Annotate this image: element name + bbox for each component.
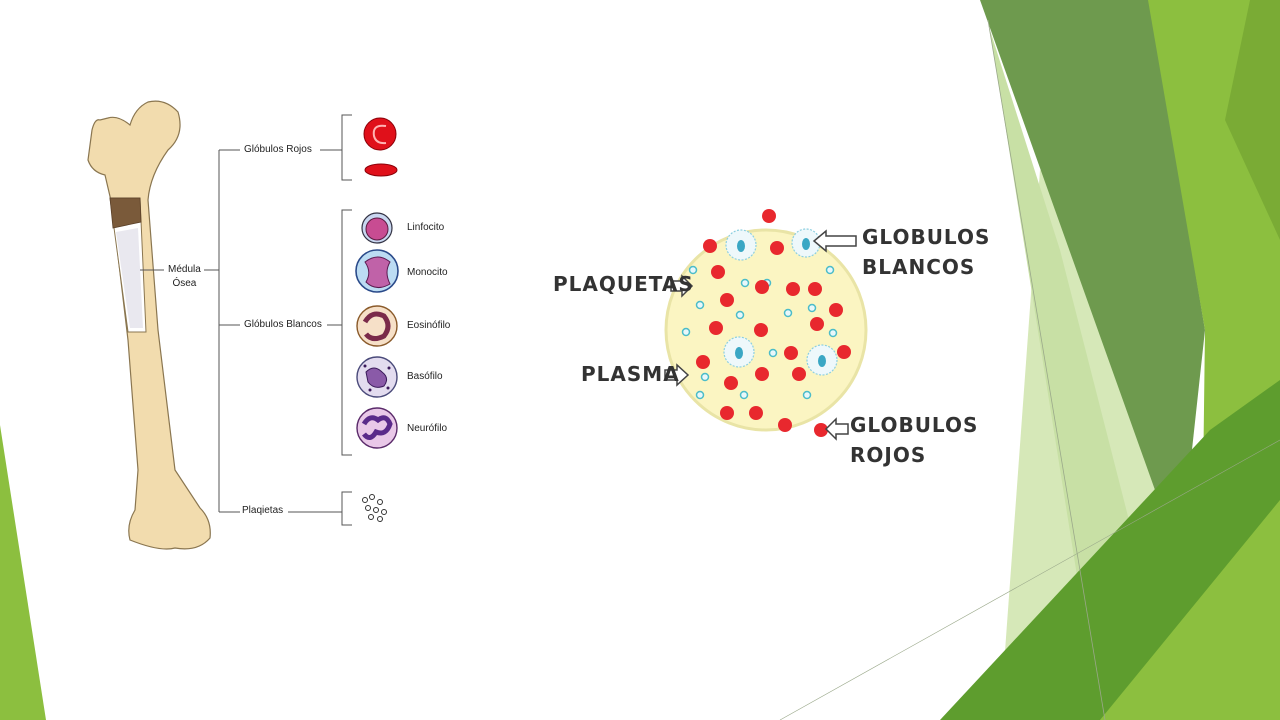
red-cell-icon: [720, 293, 734, 307]
globulos-blancos-arrow-icon: [812, 229, 857, 253]
dark-green-panel: [980, 0, 1205, 560]
red-cell-icon: [784, 346, 798, 360]
globulos-blancos-label-right: GLOBULOS BLANCOS: [862, 225, 991, 279]
red-cell-icon: [749, 406, 763, 420]
globulos-rojos-arrow-icon: [824, 417, 849, 441]
plaquetas-arrow-icon: [670, 274, 694, 298]
linfocito-label: Linfocito: [407, 222, 445, 233]
platelets-icon: [362, 494, 387, 522]
bracket-plaquetas: [341, 491, 352, 526]
red-cell-side-icon: [364, 163, 398, 177]
bottom-lime-triangle: [1100, 500, 1280, 720]
left-green-sliver: [0, 425, 46, 720]
basofilo-label: Basófilo: [407, 371, 443, 382]
red-cell-icon: [786, 282, 800, 296]
red-cell-icon: [829, 303, 843, 317]
red-cell-icon: [837, 345, 851, 359]
red-cell-icon: [792, 367, 806, 381]
red-cell-icon: [808, 282, 822, 296]
red-cell-icon: [709, 321, 723, 335]
red-cell-icon: [762, 209, 776, 223]
white-cell-nuclei: [735, 238, 826, 367]
monocito-label: Monocito: [407, 267, 448, 278]
red-cell-icon: [770, 241, 784, 255]
linfocito-icon: [361, 212, 393, 244]
thin-line-2: [779, 439, 1280, 720]
neutrofilo-icon: [356, 407, 398, 449]
globulos-rojos-label: Glóbulos Rojos: [244, 144, 312, 155]
red-cells-group: [696, 209, 851, 437]
mid-green-panel: [1225, 0, 1280, 240]
basofilo-icon: [356, 356, 398, 398]
globulos-blancos-label: Glóbulos Blancos: [244, 319, 322, 330]
spongy-bone: [109, 197, 142, 229]
red-cell-icon: [810, 317, 824, 331]
monocito-icon: [355, 249, 399, 293]
red-cell-icon: [363, 117, 397, 151]
red-cell-icon: [778, 418, 792, 432]
bracket-rojos: [341, 114, 352, 181]
red-cell-icon: [755, 280, 769, 294]
plasma-label: PLASMA: [581, 362, 680, 386]
medula-osea-label: Médula Ósea: [168, 264, 201, 289]
red-cell-icon: [814, 423, 828, 437]
marrow-fill: [116, 228, 143, 328]
thin-line-1: [987, 19, 1106, 720]
red-cell-highlight: [372, 124, 387, 145]
red-cell-icon: [755, 367, 769, 381]
globulos-rojos-label-right: GLOBULOS ROJOS: [850, 413, 979, 467]
red-cell-icon: [720, 406, 734, 420]
red-cell-icon: [696, 355, 710, 369]
red-cell-icon: [703, 239, 717, 253]
neurofilo-label: Neurófilo: [407, 423, 448, 434]
eosinofilo-label: Eosinófilo: [407, 320, 451, 331]
red-cell-icon: [711, 265, 725, 279]
plaquetas-label-left: Plaqietas: [242, 505, 284, 516]
plaquetas-label: PLAQUETAS: [553, 272, 694, 296]
red-cell-icon: [754, 323, 768, 337]
plasma-arrow-icon: [664, 363, 690, 387]
eosinofilo-icon: [356, 305, 398, 347]
bracket-blancos: [341, 209, 352, 456]
red-cell-icon: [724, 376, 738, 390]
